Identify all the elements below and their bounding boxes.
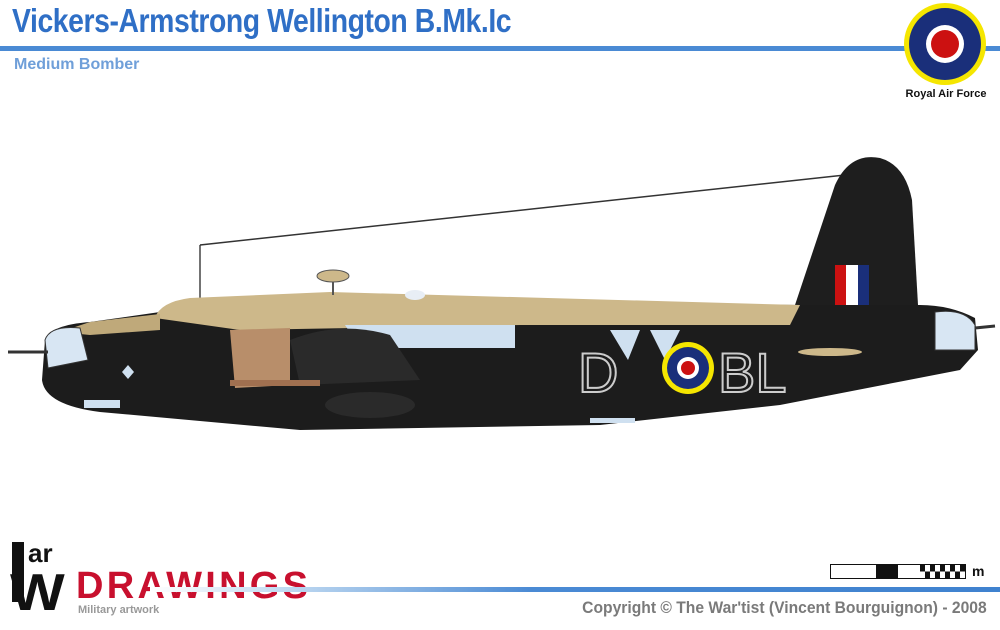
air-force-label: Royal Air Force bbox=[905, 88, 987, 100]
scale-unit: m bbox=[972, 563, 985, 579]
svg-text:W: W bbox=[10, 563, 65, 620]
page-subtitle: Medium Bomber bbox=[14, 56, 140, 73]
code-letter-left: D bbox=[578, 341, 618, 404]
logo-tagline: Military artwork bbox=[78, 604, 160, 616]
svg-text:DRAWINGS: DRAWINGS bbox=[76, 565, 308, 607]
wardrawings-logo: ar W DRAWINGS bbox=[10, 538, 308, 620]
raf-roundel-icon bbox=[904, 3, 986, 85]
scale-bar bbox=[830, 564, 966, 579]
page-title: Vickers-Armstrong Wellington B.Mk.Ic bbox=[12, 2, 512, 39]
svg-text:ar: ar bbox=[28, 538, 53, 568]
copyright-text: Copyright © The War'tist (Vincent Bourgu… bbox=[582, 598, 987, 617]
aircraft-profile: D BL bbox=[8, 157, 996, 430]
footer-divider bbox=[150, 587, 1000, 592]
header-divider bbox=[0, 46, 1000, 51]
code-letters-right: BL bbox=[718, 341, 787, 404]
